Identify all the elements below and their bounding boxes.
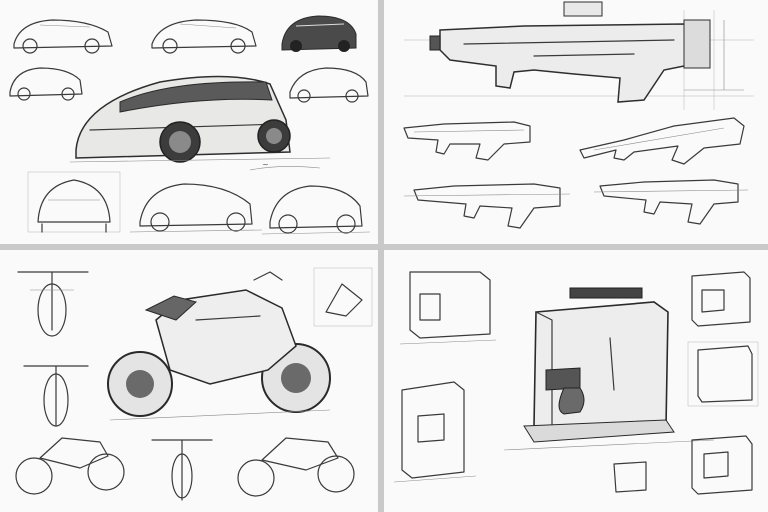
espresso-thumbnail-5 (691, 435, 753, 495)
hero-car-sketch (69, 75, 331, 171)
motorcycle-sketch-drawing (15, 267, 373, 501)
hero-rifle-sketch (429, 1, 744, 103)
motorcycle-front-view-1 (17, 271, 89, 337)
espresso-thumbnail-3 (691, 271, 751, 327)
espresso-thumbnail-6 (613, 461, 647, 493)
espresso-thumbnail-4 (687, 341, 759, 407)
espresso-thumbnail-2 (393, 381, 477, 483)
car-front-view (27, 171, 121, 233)
car-sketch-drawing (9, 15, 371, 235)
car-thumbnail-1 (13, 19, 113, 54)
car-rear-three-quarter (129, 183, 263, 233)
rifle-sketch-5 (593, 179, 749, 225)
car-sketch-panel: ~ (0, 0, 378, 244)
rifle-sketch-2 (403, 121, 531, 161)
motorcycle-sketch-panel (0, 250, 378, 512)
motorcycle-side-view-1 (15, 437, 125, 495)
car-thumbnail-4 (9, 67, 83, 101)
motorcycle-side-view-2 (237, 437, 355, 497)
car-thumbnail-3 (281, 15, 357, 52)
rifle-sketch-panel (384, 0, 768, 244)
motorcycle-front-view-3 (151, 439, 213, 501)
car-side-view (261, 185, 371, 235)
espresso-sketch-panel (384, 250, 768, 512)
car-thumbnail-5 (289, 67, 369, 103)
hero-motorcycle-sketch (107, 271, 331, 421)
car-thumbnail-2 (151, 19, 257, 54)
motorcycle-detail-frame (313, 267, 373, 327)
espresso-sketch-drawing (393, 271, 759, 495)
rifle-sketch-3 (579, 117, 745, 165)
motorcycle-front-view-2 (23, 365, 89, 427)
hero-espresso-machine-sketch (503, 287, 715, 451)
espresso-thumbnail-1 (399, 271, 497, 345)
signature-mark: ~ (262, 160, 269, 169)
rifle-sketch-4 (403, 183, 571, 229)
rifle-sketch-drawing (403, 1, 754, 229)
